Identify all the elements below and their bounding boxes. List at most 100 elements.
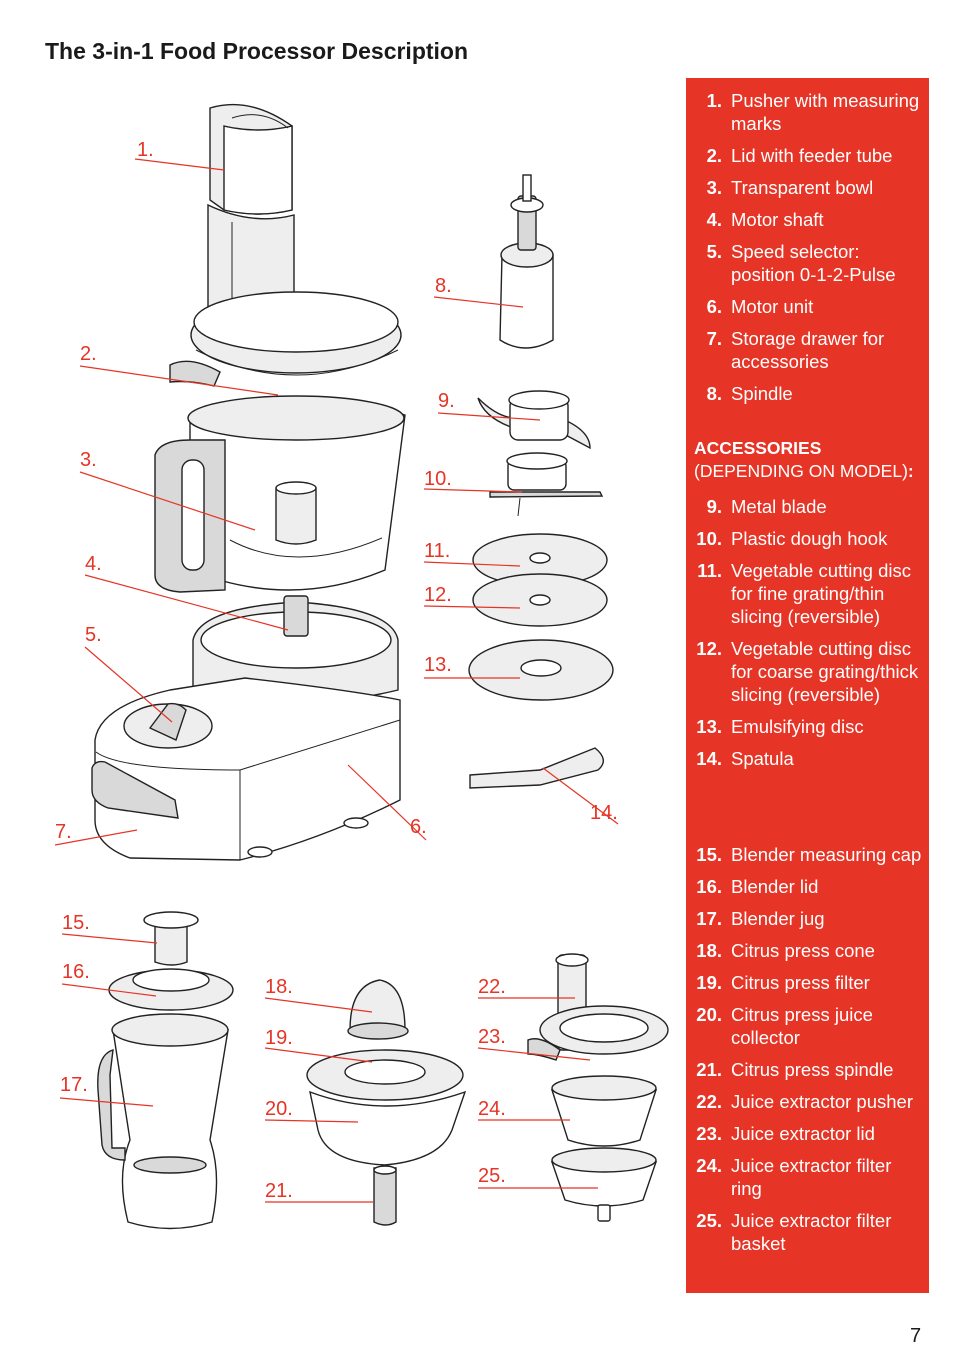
part-name: Citrus press filter: [731, 972, 870, 993]
callout-17: 17.: [60, 1074, 88, 1096]
accessories-colon: :: [907, 461, 914, 481]
list-item: 22.Juice extractor pusher: [686, 1090, 929, 1113]
part-name: Motor unit: [731, 296, 814, 317]
list-item: 2. Lid with feeder tube: [686, 144, 929, 167]
part-name: Juice extractor filter ring: [731, 1155, 892, 1199]
part-name: Vegetable cutting disc for coarse gratin…: [731, 638, 919, 705]
accessories-title: ACCESSORIES: [694, 438, 822, 458]
callout-labels: 1. 2. 3. 4. 5. 6. 7. 8. 9. 10. 11. 12. 1…: [55, 139, 618, 1202]
callout-5: 5.: [85, 624, 102, 646]
list-item: 13.Emulsifying disc: [686, 715, 929, 738]
callout-25: 25.: [478, 1165, 506, 1187]
part-number: 19.: [696, 972, 722, 993]
list-item: 25. Juice extractor filter basket: [686, 1209, 929, 1255]
callout-11: 11.: [424, 540, 450, 562]
list-item: 12. Vegetable cutting disc for coarse gra…: [686, 637, 929, 706]
part-name: Blender lid: [731, 876, 819, 897]
callout-12: 12.: [424, 584, 452, 606]
list-item: 17. Blender jug: [686, 907, 929, 930]
accessories-subtitle: (DEPENDING ON MODEL): [694, 461, 908, 481]
part-number: 5.: [706, 241, 722, 262]
accessories-list: 9.Metal blade 10. Plastic dough hook 11. V…: [686, 495, 929, 770]
list-item: 5. Speed selector: position 0-1-2-Pulse: [686, 240, 929, 286]
part-name: Spindle: [731, 383, 793, 404]
list-item: 10. Plastic dough hook: [686, 527, 929, 550]
callout-2: 2.: [80, 343, 97, 365]
part-name: Speed selector: position 0-1-2-Pulse: [731, 241, 896, 285]
part-number: 10.: [696, 528, 722, 549]
part-name: Lid with feeder tube: [731, 145, 893, 166]
part-name: Juice extractor lid: [731, 1123, 875, 1144]
list-item: 3.Transparent bowl: [686, 176, 929, 199]
pusher-illustration: [209, 103, 293, 215]
callout-6: 6.: [410, 816, 427, 838]
exploded-parts-diagram: 1. 2. 3. 4. 5. 6. 7. 8. 9. 10. 11. 12. 1…: [54, 103, 669, 1230]
callout-16: 16.: [62, 961, 90, 983]
juice-extractor-illustration: [527, 953, 669, 1222]
callout-23: 23.: [478, 1026, 506, 1048]
list-item: 19. Citrus press filter: [686, 971, 929, 994]
part-number: 17.: [696, 908, 722, 929]
callout-18: 18.: [265, 976, 293, 998]
part-number: 20.: [696, 1004, 722, 1025]
callout-15: 15.: [62, 912, 90, 934]
part-name: Juice extractor pusher: [731, 1091, 914, 1112]
part-number: 8.: [706, 383, 722, 404]
part-name: Blender measuring cap: [731, 844, 922, 865]
part-number: 23.: [696, 1123, 722, 1144]
part-name: Blender jug: [731, 908, 825, 929]
list-item: 9.Metal blade: [686, 495, 929, 518]
part-number: 11.: [697, 560, 722, 581]
list-item: 8. Spindle: [686, 382, 929, 405]
emulsifying-disc-illustration: [468, 639, 614, 701]
list-item: 18.Citrus press cone: [686, 939, 929, 962]
part-number: 16.: [696, 876, 722, 897]
list-spacer: [686, 779, 929, 843]
part-number: 12.: [696, 638, 722, 659]
accessories-heading: ACCESSORIES (DEPENDING ON MODEL):: [694, 437, 929, 483]
page-number: 7: [910, 1325, 922, 1347]
part-name: Emulsifying disc: [731, 716, 864, 737]
bowl-illustration: [154, 395, 406, 593]
spatula-illustration: [469, 747, 604, 789]
list-item: 4.Motor shaft: [686, 208, 929, 231]
part-number: 6.: [706, 296, 722, 317]
part-name: Vegetable cutting disc for fine grating/…: [731, 560, 911, 627]
list-item: 24. Juice extractor filter ring: [686, 1154, 929, 1200]
leader-lines: [54, 158, 619, 1203]
callout-22: 22.: [478, 976, 506, 998]
part-number: 24.: [696, 1155, 722, 1176]
list-item: 6. Motor unit: [686, 295, 929, 318]
part-name: Juice extractor filter basket: [731, 1210, 892, 1254]
blender-illustration: [97, 911, 234, 1230]
part-number: 15.: [696, 844, 722, 865]
part-number: 3.: [706, 177, 722, 198]
citrus-press-illustration: [306, 979, 467, 1226]
part-name: Pusher with measuring marks: [731, 90, 920, 134]
blender-and-juicer-parts-list: 15.Blender measuring cap 16.Blender lid …: [686, 843, 929, 1255]
list-item: 14.Spatula: [686, 747, 929, 770]
motor-unit-illustration: [91, 595, 401, 861]
list-item: 21.Citrus press spindle: [686, 1058, 929, 1081]
callout-19: 19.: [265, 1027, 293, 1049]
part-name: Citrus press cone: [731, 940, 875, 961]
spindle-illustration: [499, 174, 554, 349]
page-title: The 3-in-1 Food Processor Description: [45, 38, 469, 64]
part-name: Plastic dough hook: [731, 528, 888, 549]
list-item: 11. Vegetable cutting disc for fine grati…: [686, 559, 929, 628]
list-item: 23. Juice extractor lid: [686, 1122, 929, 1145]
part-name: Citrus press juice collector: [731, 1004, 873, 1048]
part-number: 2.: [706, 145, 722, 166]
lid-illustration: [169, 291, 402, 387]
callout-1: 1.: [137, 139, 154, 161]
part-number: 1.: [706, 90, 722, 111]
part-number: 25.: [696, 1210, 722, 1231]
part-number: 7.: [706, 328, 722, 349]
part-name: Motor shaft: [731, 209, 824, 230]
list-item: 20. Citrus press juice collector: [686, 1003, 929, 1049]
part-name: Citrus press spindle: [731, 1059, 894, 1080]
part-number: 9.: [706, 496, 722, 517]
list-item: 7.Storage drawer for accessories: [686, 327, 929, 373]
callout-13: 13.: [424, 654, 452, 676]
part-number: 14.: [696, 748, 722, 769]
